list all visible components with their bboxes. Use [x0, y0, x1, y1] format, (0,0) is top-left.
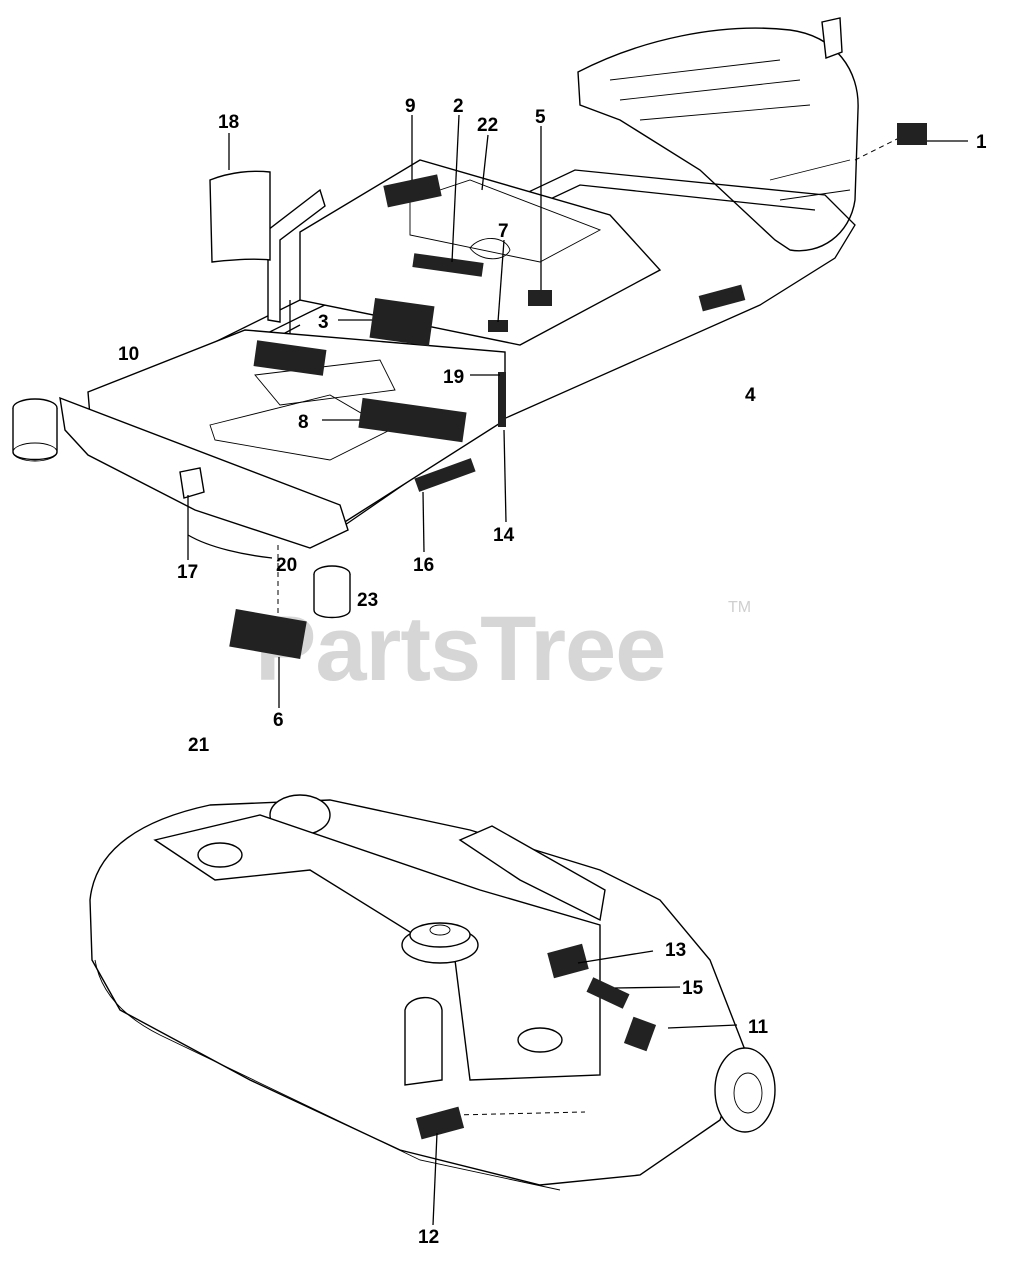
decal-14: [498, 372, 506, 427]
decal-5: [528, 290, 552, 306]
mower-deck-assembly: [89, 794, 776, 1191]
callout-11: 11: [748, 1017, 769, 1038]
decal-13: [547, 943, 589, 979]
decal-9: [383, 174, 442, 208]
callout-22: 22: [477, 115, 498, 136]
floor-decal: [253, 340, 327, 376]
rail-decal: [698, 284, 746, 312]
callout-labels: 1 2 3 4 5 6 7 8 9 10 11 12 13 14 15 16 1…: [118, 96, 987, 1248]
callout-13: 13: [665, 940, 686, 961]
callout-15: 15: [682, 978, 704, 999]
decal-7: [488, 320, 508, 332]
callout-10: 10: [118, 344, 139, 365]
callout-18: 18: [218, 112, 239, 133]
decal-16: [414, 458, 476, 492]
callout-14: 14: [493, 525, 515, 546]
watermark-trademark: TM: [728, 599, 751, 616]
callout-23: 23: [357, 590, 378, 611]
decal-11: [623, 1016, 657, 1052]
callout-7: 7: [498, 221, 509, 242]
callout-1: 1: [976, 132, 987, 153]
decal-2: [412, 253, 484, 277]
callout-leaders: [187, 114, 968, 1226]
callout-5: 5: [535, 107, 546, 128]
callout-6: 6: [273, 710, 284, 731]
callout-4: 4: [745, 385, 756, 406]
husqvarna-logo-icon: [821, 17, 843, 59]
callout-9: 9: [405, 96, 416, 117]
decal-15: [586, 977, 630, 1009]
callout-12: 12: [418, 1227, 439, 1248]
callout-2: 2: [453, 96, 464, 117]
decal-12: [415, 1106, 465, 1140]
callout-16: 16: [413, 555, 434, 576]
callout-19: 19: [443, 367, 464, 388]
callout-8: 8: [298, 412, 309, 433]
decal-1: [897, 123, 927, 145]
decal-8: [358, 397, 467, 443]
decal-3: [369, 298, 435, 346]
mower-body-assembly: [12, 17, 927, 659]
callout-21: 21: [188, 735, 210, 756]
decal-18: [209, 170, 271, 263]
logo-17-icon: [179, 467, 205, 499]
callout-3: 3: [318, 312, 329, 333]
callout-17: 17: [177, 562, 198, 583]
callout-20: 20: [276, 555, 297, 576]
decal-6: [229, 609, 307, 659]
